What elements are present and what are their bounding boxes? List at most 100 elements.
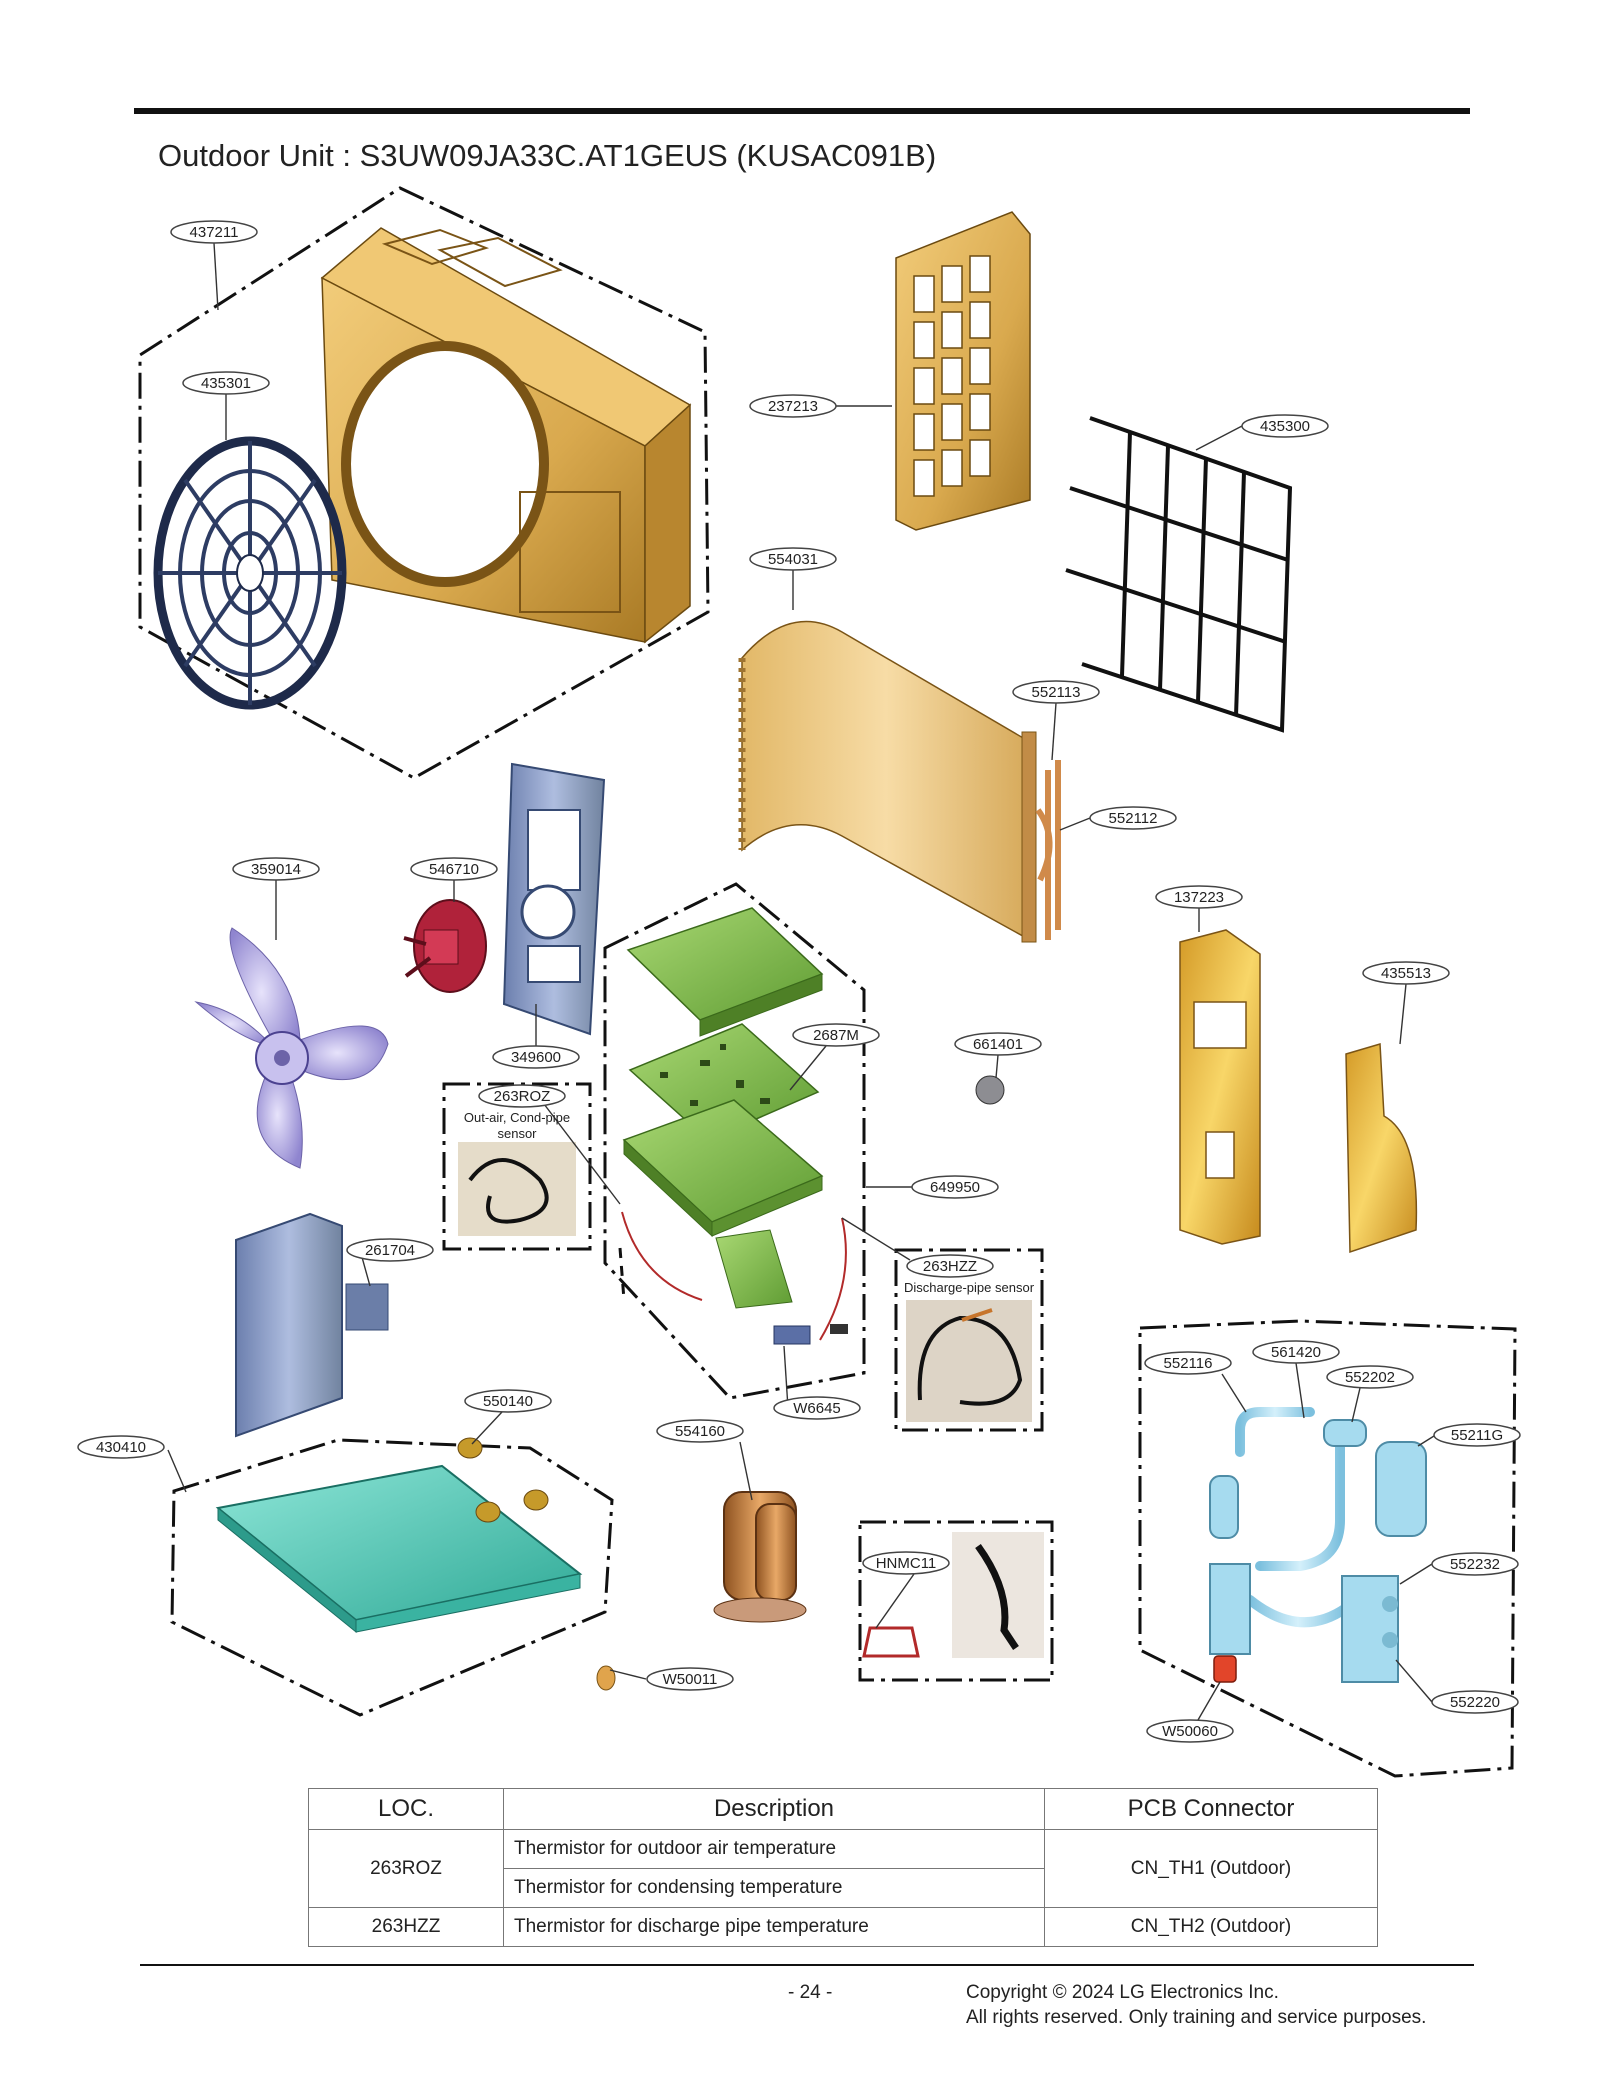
side-grille-237213 [895,211,1031,531]
thermistor-table: LOC. Description PCB Connector 263ROZ Th… [308,1788,1378,1947]
condenser-coil-554031 [738,620,1037,943]
hzz-note-line1: Discharge-pipe sensor [904,1280,1035,1295]
table-row: 263HZZ Thermistor for discharge pipe tem… [308,1907,1378,1947]
cell-description: Thermistor for condensing temperature [503,1868,1045,1908]
svg-text:W50011: W50011 [663,1671,718,1688]
copyright: Copyright © 2024 LG Electronics Inc. All… [966,1980,1426,2030]
callout-435301[interactable]: 435301 [182,371,270,395]
svg-text:661401: 661401 [973,1036,1023,1053]
header-loc: LOC. [308,1788,504,1830]
copyright-line1: Copyright © 2024 LG Electronics Inc. [966,1982,1279,2003]
callout-552112[interactable]: 552112 [1089,806,1177,830]
callout-552116[interactable]: 552116 [1144,1351,1232,1375]
cell-loc: 263ROZ [308,1829,504,1908]
svg-text:263ROZ: 263ROZ [494,1088,551,1105]
page-number: - 24 - [788,1982,833,2003]
reactor-661401 [975,1075,1005,1105]
callout-552113[interactable]: 552113 [1012,680,1100,704]
svg-text:552220: 552220 [1450,1694,1500,1711]
top-rule [134,108,1470,114]
callout-435300[interactable]: 435300 [1241,414,1329,438]
copper-tubes-552112-552113 [1035,760,1061,940]
cover-435513 [1345,1043,1418,1254]
callout-labels: 437211 435301 237213 435300 554031 55211… [77,220,1521,1743]
callout-263HZZ[interactable]: 263HZZ [906,1254,994,1278]
fan-guard-435301 [153,436,347,710]
svg-text:430410: 430410 [96,1439,146,1456]
svg-text:554160: 554160 [675,1423,725,1440]
svg-text:554031: 554031 [768,551,818,568]
svg-text:55211G: 55211G [1451,1427,1503,1444]
svg-text:359014: 359014 [251,861,301,878]
cell-connector: CN_TH1 (Outdoor) [1044,1829,1378,1908]
base-pan-group-outline [170,1438,614,1717]
callout-HNMC11[interactable]: HNMC11 [862,1551,950,1575]
callout-435513[interactable]: 435513 [1362,961,1450,985]
callout-263ROZ[interactable]: 263ROZ [478,1084,566,1108]
main-pcb-2687M [628,1023,820,1141]
callout-W6645[interactable]: W6645 [773,1396,861,1420]
callout-437211[interactable]: 437211 [170,220,258,244]
callout-2687M[interactable]: 2687M [792,1023,880,1047]
compressor-554160 [713,1491,807,1623]
callout-552220[interactable]: 552220 [1431,1690,1519,1714]
callout-554160[interactable]: 554160 [656,1419,744,1443]
exploded-parts-diagram: 437211 435301 237213 435300 554031 55211… [77,186,1521,1778]
svg-text:552112: 552112 [1109,810,1158,827]
header-pcb-connector: PCB Connector [1044,1788,1378,1830]
callout-554031[interactable]: 554031 [749,547,837,571]
callout-137223[interactable]: 137223 [1155,885,1243,909]
cell-description: Thermistor for outdoor air temperature [503,1829,1045,1869]
hnmc-harness-photo [862,1532,1044,1658]
reactor-cover-261704 [235,1212,389,1438]
pcb-cover-plate [626,907,824,1037]
control-box-649950 [622,1099,824,1309]
callout-430410[interactable]: 430410 [77,1435,165,1459]
bottom-rule [140,1964,1474,1966]
svg-text:349600: 349600 [511,1049,561,1066]
header-description: Description [503,1788,1045,1830]
callout-552232[interactable]: 552232 [1431,1552,1519,1576]
svg-text:550140: 550140 [483,1393,533,1410]
callout-561420[interactable]: 561420 [1252,1340,1340,1364]
callout-237213[interactable]: 237213 [749,394,837,418]
page-title: Outdoor Unit : S3UW09JA33C.AT1GEUS (KUSA… [158,138,937,173]
cell-description: Thermistor for discharge pipe temperatur… [503,1907,1045,1947]
svg-text:435300: 435300 [1260,418,1310,435]
roz-sensor-box [442,1082,592,1251]
callout-261704[interactable]: 261704 [346,1238,434,1262]
svg-text:2687M: 2687M [813,1027,859,1044]
front-panel-437211 [320,227,692,644]
callout-546710[interactable]: 546710 [410,857,498,881]
hzz-sensor-photo [906,1300,1032,1422]
svg-text:552113: 552113 [1032,684,1081,701]
filter-552116 [1209,1475,1251,1655]
callout-W50011[interactable]: W50011 [646,1667,734,1691]
cap-W50060 [1213,1655,1237,1683]
callout-649950[interactable]: 649950 [911,1175,999,1199]
callout-349600[interactable]: 349600 [492,1045,580,1069]
refrigerant-valve-group-outline [1138,1319,1517,1778]
callout-550140[interactable]: 550140 [464,1389,552,1413]
roz-note-line1: Out-air, Cond-pipe [464,1110,570,1125]
callout-359014[interactable]: 359014 [232,857,320,881]
svg-text:261704: 261704 [365,1242,415,1259]
terminal-block-W6645 [773,1324,848,1345]
svg-text:546710: 546710 [429,861,479,878]
reversing-valve-552202 [1323,1419,1367,1447]
svg-text:561420: 561420 [1271,1344,1321,1361]
cell-loc: 263HZZ [308,1907,504,1947]
callout-661401[interactable]: 661401 [954,1032,1042,1056]
svg-text:552116: 552116 [1164,1355,1213,1372]
side-panel-137223 [1179,929,1261,1245]
propeller-fan-359014 [194,927,389,1169]
roz-note-line2: sensor [497,1126,537,1141]
callout-55211G[interactable]: 55211G [1433,1423,1521,1447]
sensor-leads [621,1211,847,1341]
motor-bracket-349600 [502,762,606,1036]
callout-552202[interactable]: 552202 [1326,1365,1414,1389]
callout-W50060[interactable]: W50060 [1146,1719,1234,1743]
svg-text:263HZZ: 263HZZ [923,1258,977,1275]
leader-lines [167,242,1435,1721]
dash-detail [618,1247,626,1301]
